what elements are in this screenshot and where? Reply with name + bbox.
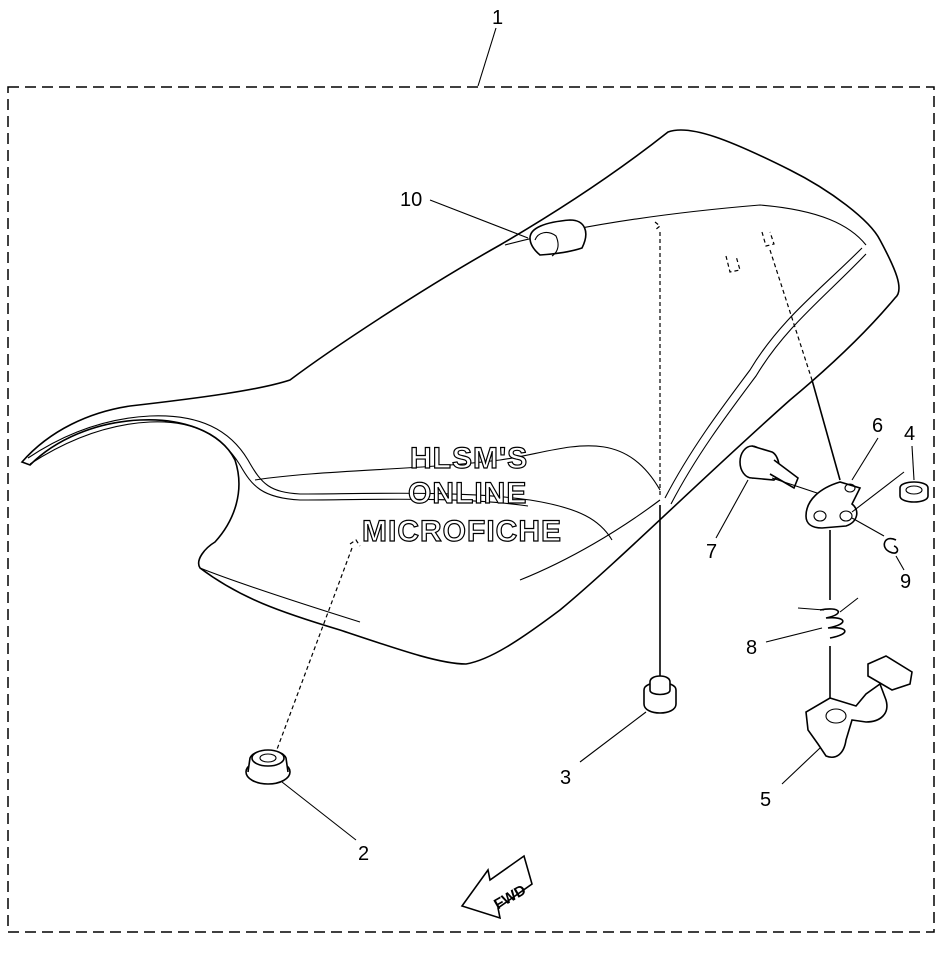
svg-text:HLSM'S: HLSM'S	[410, 442, 528, 475]
svg-text:9: 9	[900, 571, 911, 593]
svg-text:3: 3	[560, 767, 571, 789]
forward-direction-arrow: FWD	[460, 854, 533, 920]
part-6-bracket: 6	[805, 415, 883, 529]
part-3-bumper: 3	[560, 675, 677, 789]
seat-mount-marks	[349, 221, 775, 547]
svg-text:2: 2	[358, 843, 369, 865]
part-8-spring: 8	[746, 597, 859, 659]
svg-text:ONLINE: ONLINE	[408, 477, 527, 510]
svg-text:7: 7	[706, 541, 717, 563]
svg-text:MICROFICHE: MICROFICHE	[362, 515, 562, 548]
svg-text:1: 1	[492, 7, 503, 29]
svg-text:8: 8	[746, 637, 757, 659]
callout-1: 1	[477, 7, 503, 87]
svg-text:4: 4	[904, 423, 915, 445]
watermark: HLSM'S ONLINE MICROFICHE	[361, 441, 562, 548]
part-2-damper: 2	[245, 749, 369, 865]
svg-text:10: 10	[400, 189, 422, 211]
svg-text:5: 5	[760, 789, 771, 811]
part-9-clip: 9	[851, 517, 911, 593]
part-5-lever: 5	[760, 655, 913, 811]
seat	[20, 129, 900, 665]
part-7-bolt: 7	[706, 445, 827, 563]
part-4-nut: 4	[851, 423, 929, 513]
assembly-boundary	[7, 86, 935, 933]
part-10-strap: 10	[400, 189, 587, 257]
svg-text:6: 6	[872, 415, 883, 437]
